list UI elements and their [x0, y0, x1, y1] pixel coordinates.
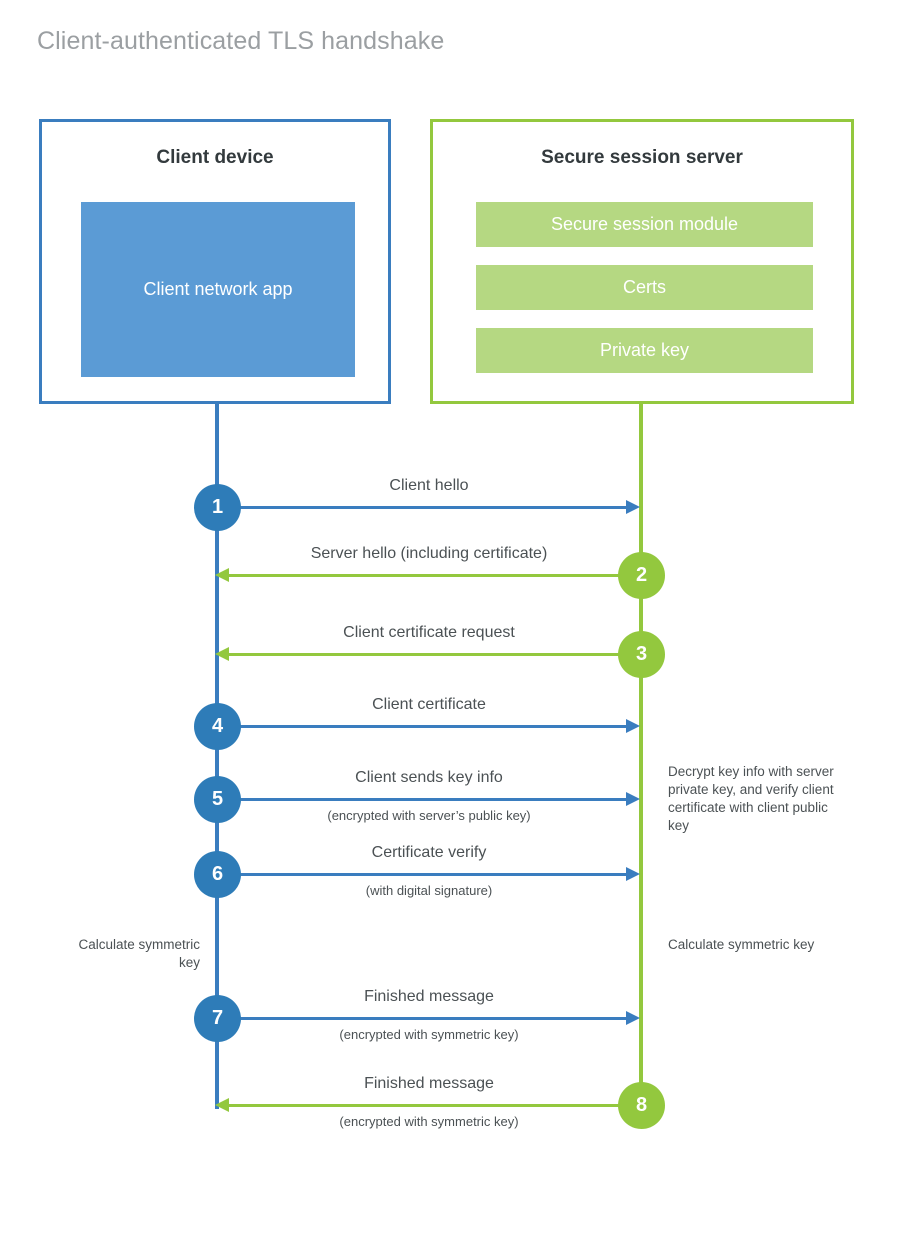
message-8-line: [229, 1104, 640, 1107]
message-7-line: [217, 1017, 628, 1020]
message-5-arrowhead-icon: [626, 792, 640, 806]
step-marker-8[interactable]: 8: [618, 1082, 665, 1129]
message-7-label: Finished message: [364, 988, 494, 1005]
note-client-calculate-symmetric-key: Calculate symmetric key: [78, 937, 200, 970]
message-1-label: Client hello: [389, 477, 469, 494]
message-1-line: [217, 506, 628, 509]
step-marker-2[interactable]: 2: [618, 552, 665, 599]
actor-title-client: Client device: [156, 147, 274, 168]
message-2-line: [229, 574, 640, 577]
message-8-sublabel: (encrypted with symmetric key): [339, 1114, 519, 1129]
message-5-line: [217, 798, 628, 801]
message-1-arrowhead-icon: [626, 500, 640, 514]
step-marker-1[interactable]: 1: [194, 484, 241, 531]
server-component-certs: Certs: [476, 265, 813, 310]
message-3-label: Client certificate request: [343, 624, 515, 641]
message-3-line: [229, 653, 640, 656]
message-8-arrowhead-icon: [215, 1098, 229, 1112]
actor-title-server: Secure session server: [541, 147, 743, 168]
message-2-label: Server hello (including certificate): [310, 545, 548, 562]
message-2-arrowhead-icon: [215, 568, 229, 582]
message-6-arrowhead-icon: [626, 867, 640, 881]
server-component-private-key: Private key: [476, 328, 813, 373]
step-marker-7[interactable]: 7: [194, 995, 241, 1042]
step-marker-5[interactable]: 5: [194, 776, 241, 823]
step-marker-3[interactable]: 3: [618, 631, 665, 678]
actor-box-client: Client device Client network app: [39, 119, 391, 404]
message-3-arrowhead-icon: [215, 647, 229, 661]
message-4-label: Client certificate: [372, 696, 486, 713]
message-5-label: Client sends key info: [355, 769, 503, 786]
message-6-line: [217, 873, 628, 876]
note-server-calculate-symmetric-key: Calculate symmetric key: [668, 937, 815, 952]
note-server-decrypt: Decrypt key info with server private key…: [668, 764, 834, 833]
client-network-app-block: Client network app: [81, 202, 355, 377]
actor-box-server: Secure session server Secure session mod…: [430, 119, 854, 404]
step-marker-4[interactable]: 4: [194, 703, 241, 750]
message-4-line: [217, 725, 628, 728]
message-7-sublabel: (encrypted with symmetric key): [339, 1027, 519, 1042]
message-8-label: Finished message: [364, 1075, 494, 1092]
message-7-arrowhead-icon: [626, 1011, 640, 1025]
message-5-sublabel: (encrypted with server’s public key): [327, 808, 531, 823]
message-4-arrowhead-icon: [626, 719, 640, 733]
step-marker-6[interactable]: 6: [194, 851, 241, 898]
message-6-label: Certificate verify: [371, 844, 487, 861]
server-component-secure-session-module: Secure session module: [476, 202, 813, 247]
lifeline-server: [639, 403, 643, 1107]
lifeline-client: [215, 403, 219, 1109]
message-6-sublabel: (with digital signature): [365, 883, 493, 898]
page-title: Client-authenticated TLS handshake: [37, 27, 445, 55]
